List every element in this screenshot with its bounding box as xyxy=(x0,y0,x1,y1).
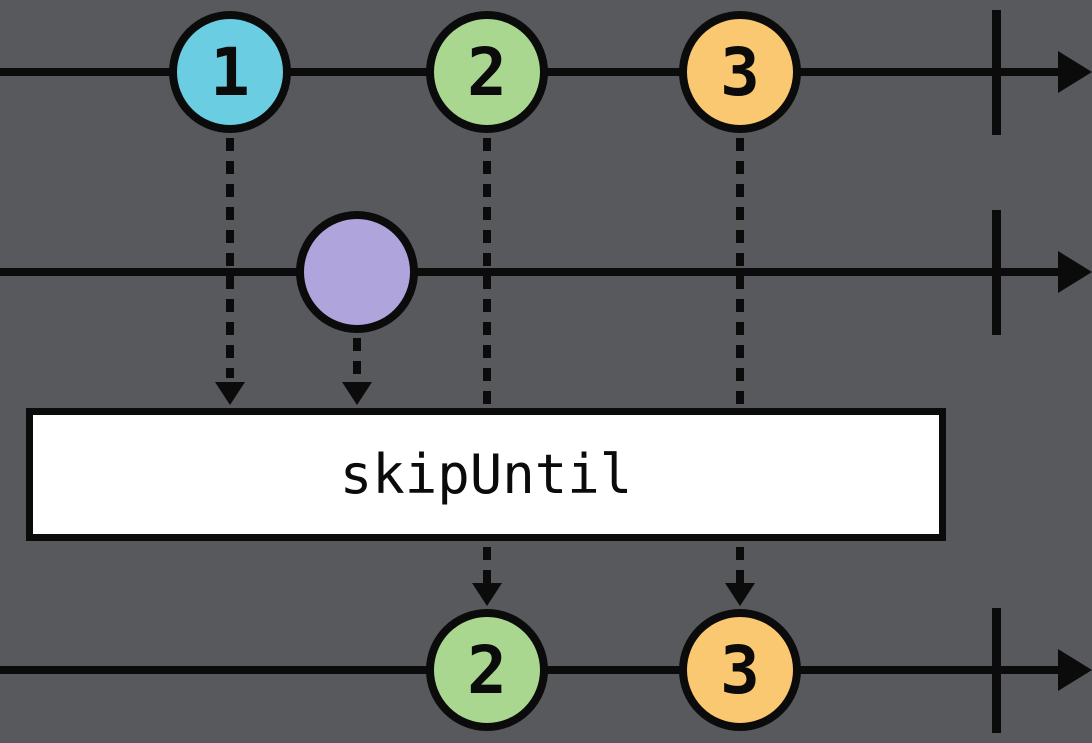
connector-notifier xyxy=(353,338,361,378)
connector-output-3 xyxy=(736,547,744,583)
notifier-completion-tick xyxy=(992,210,1001,335)
marble-source-1: 1 xyxy=(169,11,291,133)
notifier-timeline-line xyxy=(0,268,1060,276)
marble-source-3: 3 xyxy=(679,11,801,133)
connector-source-3 xyxy=(736,138,744,408)
marble-notifier xyxy=(296,211,418,333)
source-completion-tick xyxy=(992,10,1001,135)
marble-source-2: 2 xyxy=(426,11,548,133)
operator-label: skipUntil xyxy=(339,443,633,506)
connector-source-2 xyxy=(483,138,491,408)
output-completion-tick xyxy=(992,608,1001,733)
marble-label: 3 xyxy=(720,631,760,709)
marble-output-2: 2 xyxy=(426,609,548,731)
source-timeline-arrow-icon xyxy=(1058,51,1092,93)
marble-label: 1 xyxy=(210,33,250,111)
notifier-timeline-arrow-icon xyxy=(1058,251,1092,293)
connector-output-2 xyxy=(483,547,491,583)
marble-label: 2 xyxy=(467,631,507,709)
connector-notifier-arrow-icon xyxy=(342,382,372,405)
marble-output-3: 3 xyxy=(679,609,801,731)
marble-label: 2 xyxy=(467,33,507,111)
connector-output-3-arrow-icon xyxy=(725,583,755,606)
connector-source-1-arrow-icon xyxy=(215,382,245,405)
output-timeline-arrow-icon xyxy=(1058,649,1092,691)
connector-output-2-arrow-icon xyxy=(472,583,502,606)
marble-label: 3 xyxy=(720,33,760,111)
connector-source-1 xyxy=(226,138,234,378)
operator-box: skipUntil xyxy=(26,408,946,541)
